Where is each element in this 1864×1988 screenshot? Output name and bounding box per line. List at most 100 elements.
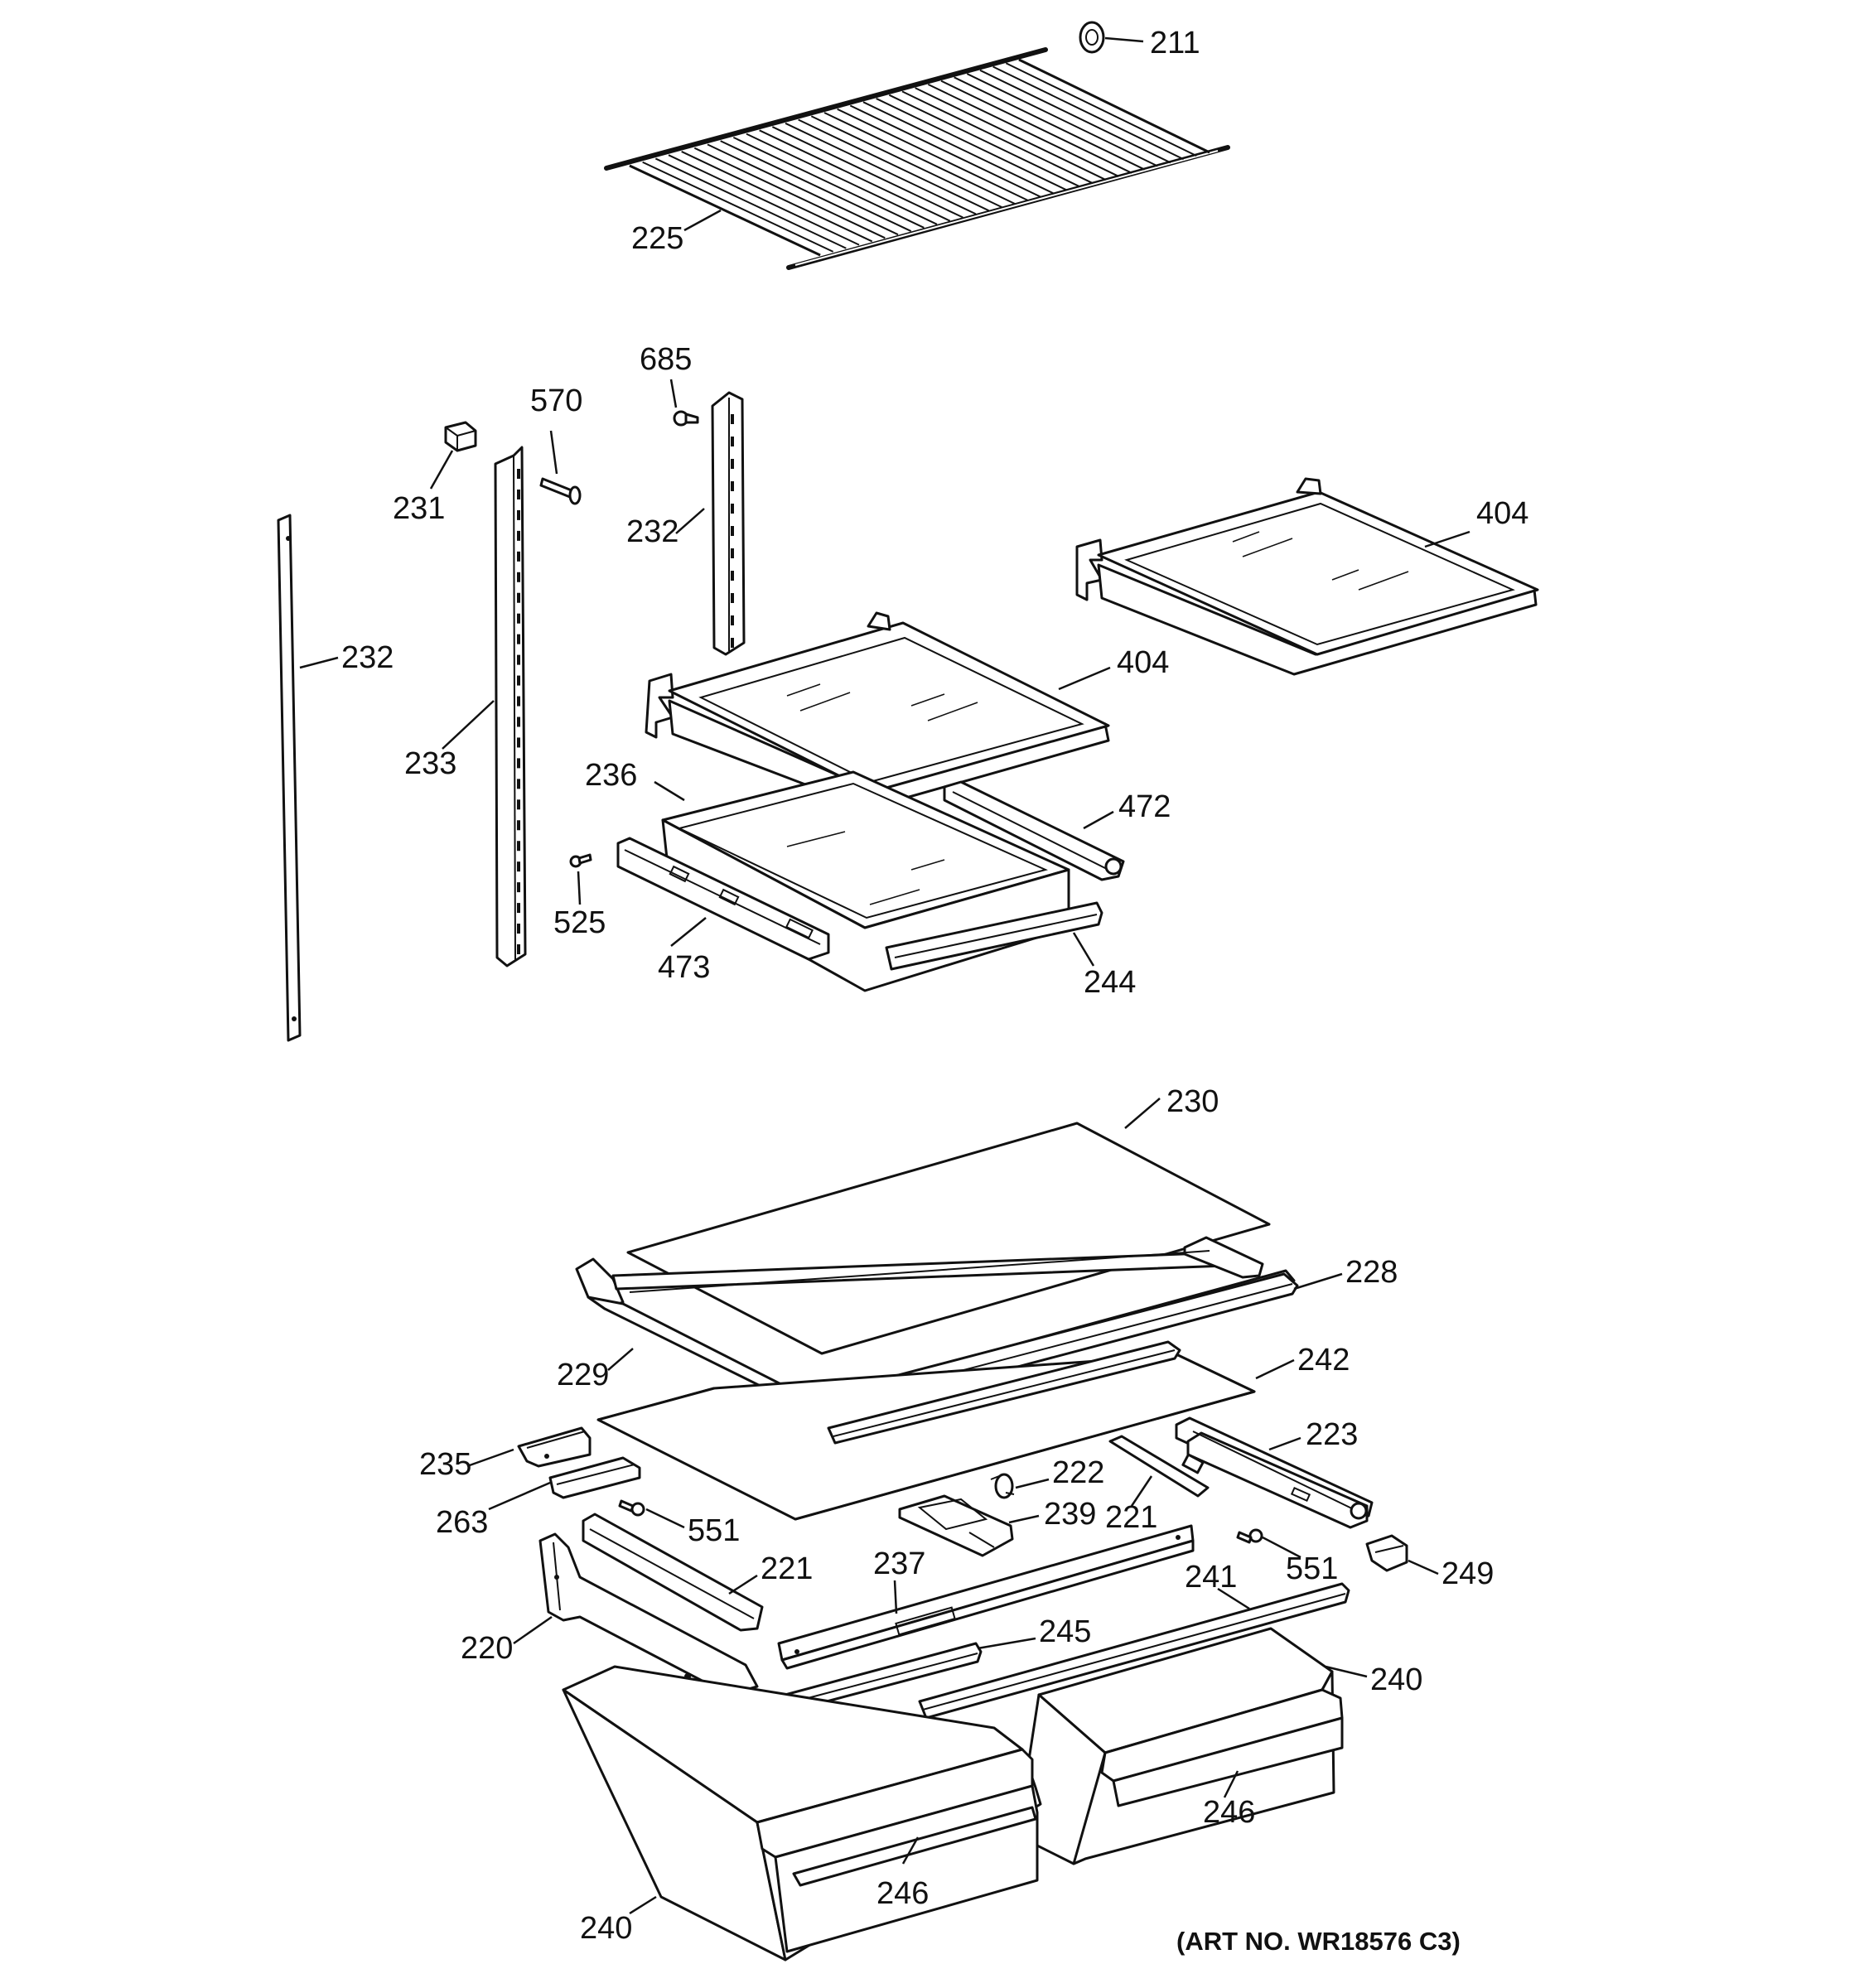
part-225-wire-shelf <box>604 47 1230 270</box>
callout-239: 239 <box>1044 1497 1096 1532</box>
part-242-insert <box>596 1353 1256 1521</box>
upright-slot <box>517 654 520 665</box>
part-472-slide-rail <box>943 780 1125 881</box>
part-404-glass-shelf-right <box>1075 477 1539 676</box>
part-570-screw <box>539 477 582 505</box>
upright-slot <box>731 548 734 558</box>
upright-slot <box>517 861 520 872</box>
callout-220: 220 <box>461 1631 513 1666</box>
wire-rod <box>707 143 899 236</box>
callout-labels: 211 225 685 570 231 232 232 233 404 404 … <box>341 26 1528 1956</box>
art-number: (ART NO. WR18576 C3) <box>1176 1927 1461 1956</box>
callout-221-right: 221 <box>1105 1500 1157 1535</box>
part-230-glass-top <box>626 1122 1271 1355</box>
wire-rod <box>1005 62 1197 157</box>
callout-242: 242 <box>1297 1343 1350 1378</box>
wire-rod <box>732 136 925 229</box>
callout-231: 231 <box>393 491 445 526</box>
wire-rod <box>888 94 1080 188</box>
wire-rod <box>940 80 1132 174</box>
callout-246-left: 246 <box>876 1876 929 1911</box>
callout-472: 472 <box>1118 789 1171 824</box>
wire-rod <box>823 112 1016 205</box>
wire-rod <box>681 151 873 243</box>
callout-570: 570 <box>530 384 582 418</box>
part-232-right-upright <box>711 391 746 656</box>
wire-rod <box>901 90 1094 185</box>
callout-246-right: 246 <box>1203 1795 1255 1830</box>
part-473-side-rail <box>616 837 830 961</box>
upright-slot <box>517 530 520 541</box>
upright-slot <box>517 924 520 934</box>
callout-473: 473 <box>658 950 710 985</box>
upright-slot <box>517 944 520 954</box>
wire-rod <box>992 65 1185 161</box>
upright-slot <box>517 509 520 520</box>
wire-rod <box>927 83 1119 177</box>
wire-rod <box>849 104 1041 198</box>
callout-249: 249 <box>1441 1556 1494 1591</box>
callout-222: 222 <box>1052 1455 1104 1490</box>
wire-rod <box>876 98 1068 191</box>
callout-404-center: 404 <box>1117 645 1169 680</box>
upright-slot <box>731 526 734 536</box>
upright-slot <box>731 414 734 424</box>
wire-rod <box>954 76 1146 171</box>
part-231-clip <box>444 421 477 452</box>
callout-228: 228 <box>1345 1255 1398 1290</box>
upright-slot <box>517 820 520 831</box>
part-242-strip <box>827 1340 1181 1445</box>
wire-rod <box>915 87 1107 181</box>
callout-240-left: 240 <box>580 1911 632 1946</box>
wire-rod <box>862 101 1055 195</box>
part-233-shelf-upright <box>494 446 527 967</box>
callout-236: 236 <box>585 758 637 793</box>
callout-211: 211 <box>1150 26 1200 60</box>
part-237-bar <box>777 1524 1195 1670</box>
upright-slot <box>731 571 734 581</box>
upright-slot <box>517 551 520 562</box>
part-551-screw-left <box>618 1499 645 1517</box>
part-211-plug <box>1079 21 1105 54</box>
callout-221-left: 221 <box>761 1551 813 1586</box>
callout-229: 229 <box>557 1358 609 1392</box>
part-221-rail-right <box>1108 1435 1210 1498</box>
callout-232-right: 232 <box>626 514 678 549</box>
upright-slot <box>731 615 734 625</box>
upright-slot <box>731 504 734 514</box>
upright-slot <box>517 903 520 914</box>
callout-551-left: 551 <box>688 1513 740 1548</box>
part-239-slide <box>898 1494 1014 1557</box>
callout-237: 237 <box>873 1546 925 1581</box>
part-551-screw-right <box>1236 1528 1263 1544</box>
upright-slot <box>517 634 520 644</box>
upright-slot <box>731 593 734 603</box>
upright-slot <box>517 799 520 810</box>
upright-slot <box>517 758 520 769</box>
upright-slot <box>517 779 520 789</box>
part-241-front-rail <box>918 1582 1350 1720</box>
part-223-rail <box>1175 1416 1374 1529</box>
callout-551-right: 551 <box>1286 1551 1338 1586</box>
callout-685: 685 <box>640 342 692 377</box>
wire-rod <box>654 157 847 249</box>
wire-rod <box>837 108 1029 201</box>
wire-rod <box>668 154 860 246</box>
part-263-channel <box>548 1456 641 1499</box>
callout-525: 525 <box>553 905 606 940</box>
part-232-left-strip <box>277 514 302 1042</box>
wire-rod <box>979 69 1171 164</box>
leader-lines <box>299 36 1470 1915</box>
wire-rod <box>798 118 990 212</box>
part-221-rail-left <box>582 1513 764 1632</box>
callout-244: 244 <box>1084 965 1136 1000</box>
callout-233: 233 <box>404 746 456 781</box>
wire-rod <box>771 126 963 219</box>
upright-slot <box>517 675 520 686</box>
callout-230: 230 <box>1166 1084 1219 1119</box>
callout-240-right: 240 <box>1370 1662 1422 1697</box>
upright-slot <box>517 882 520 893</box>
callout-245: 245 <box>1039 1614 1091 1649</box>
upright-slot <box>731 481 734 491</box>
